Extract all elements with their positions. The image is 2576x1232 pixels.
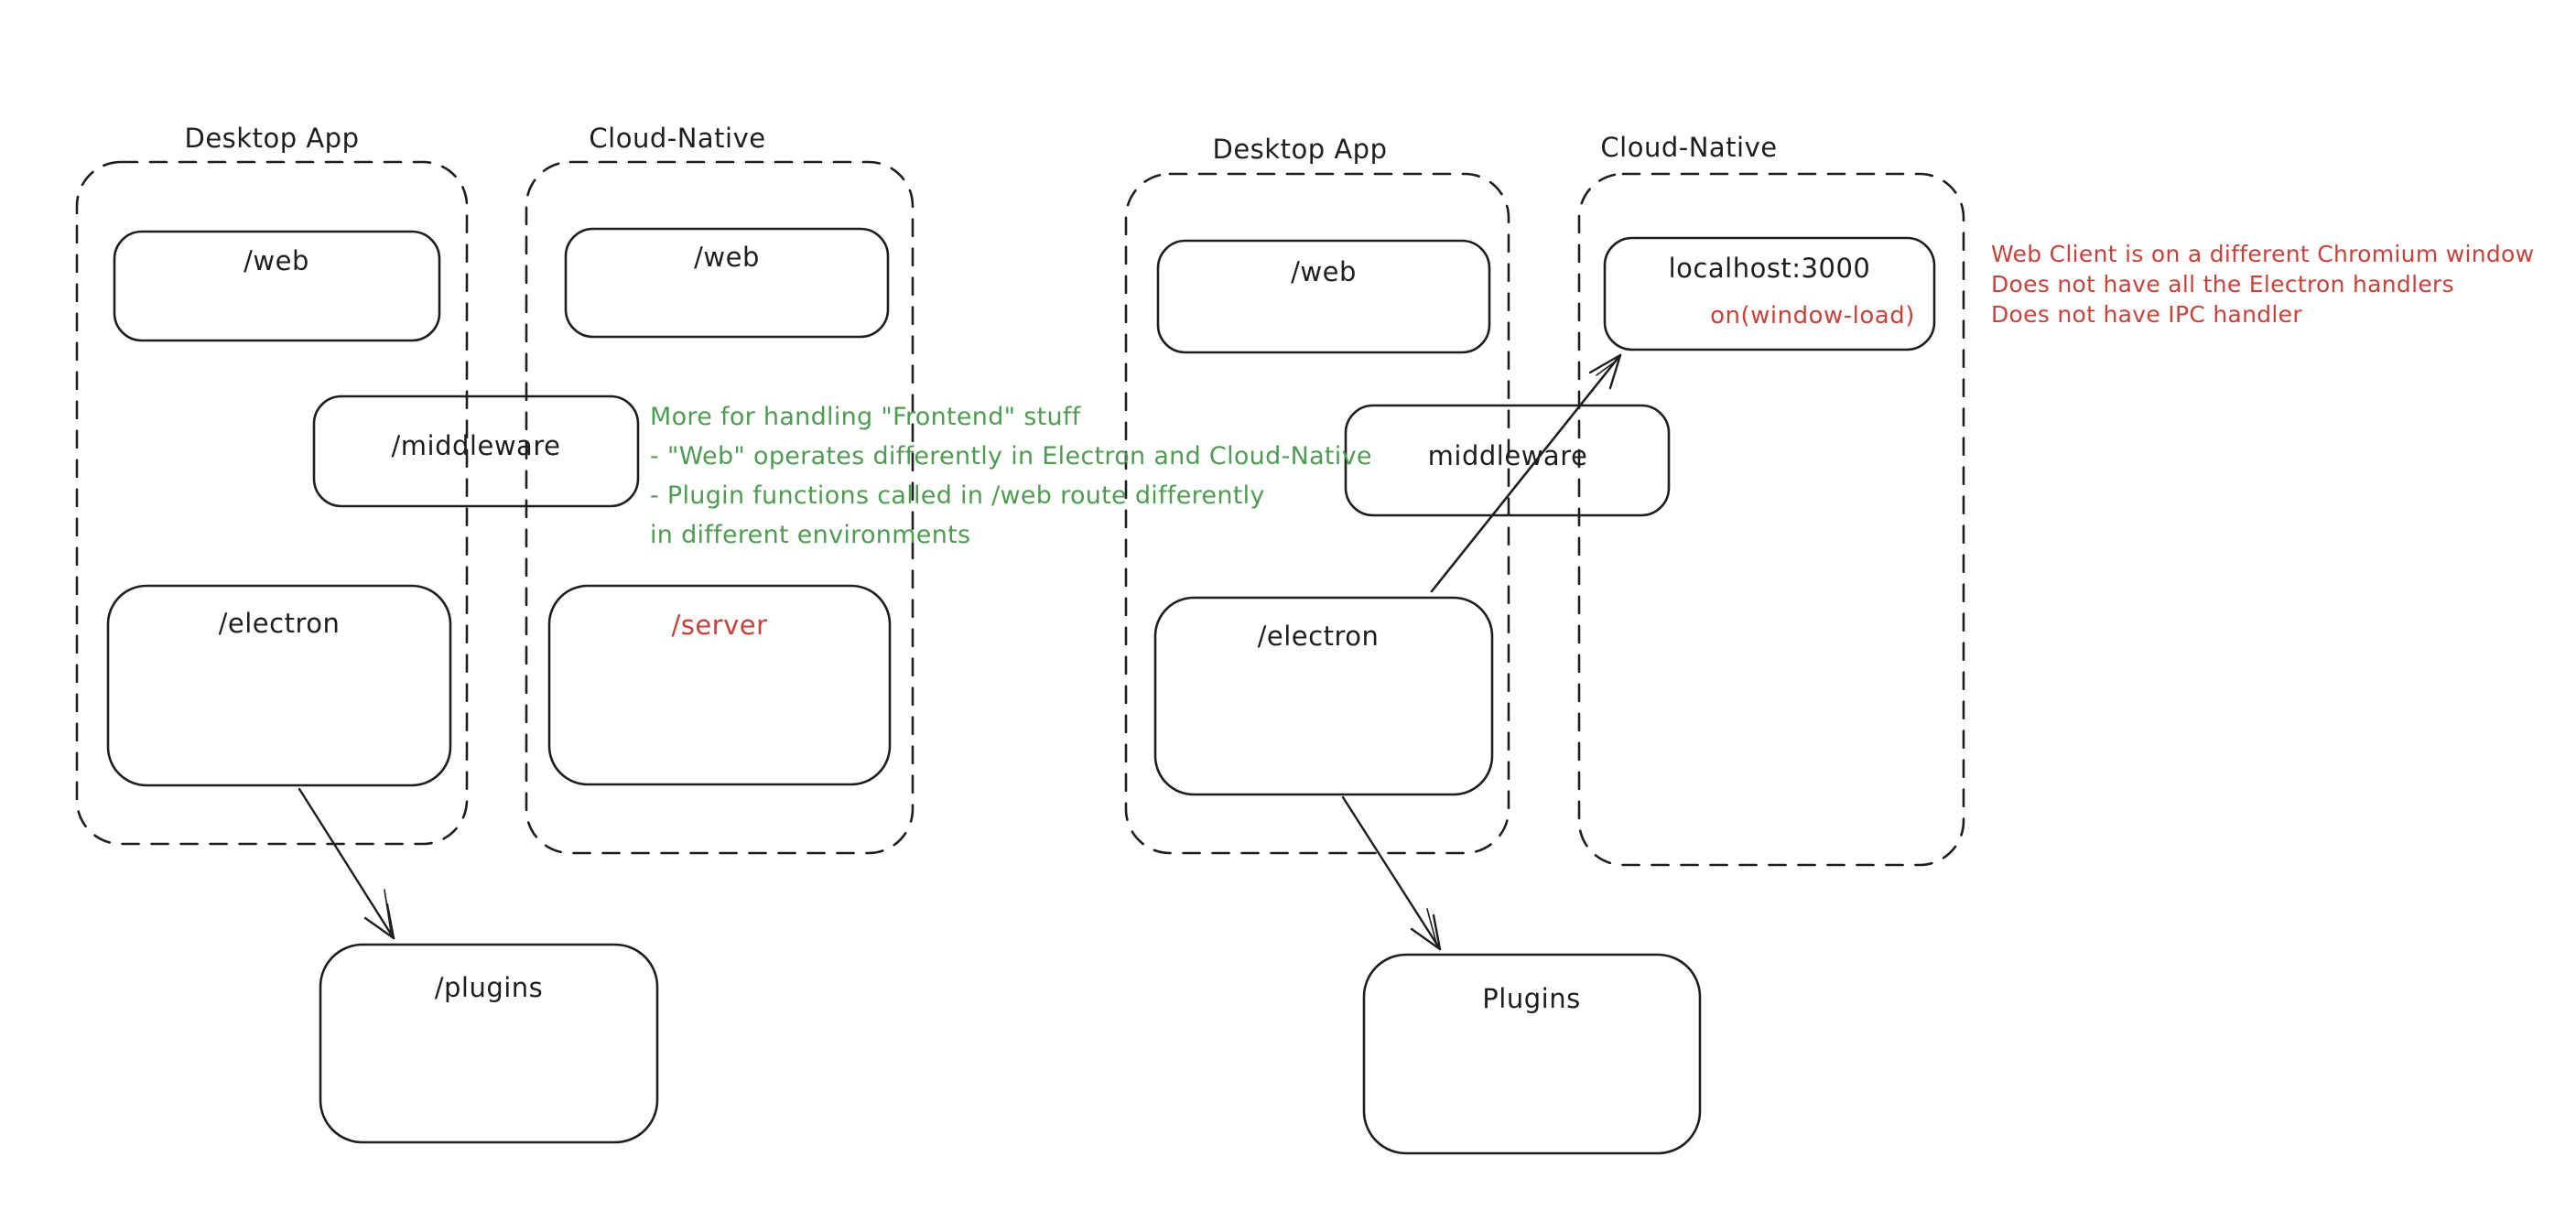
left-electron-label: /electron (218, 608, 341, 639)
right-web-label: /web (1291, 256, 1357, 287)
right-localhost-box (1603, 236, 1936, 351)
green-note-line-4: in different environments (650, 521, 971, 549)
left-plugins-label: /plugins (434, 972, 544, 1003)
left-middleware-box (312, 394, 640, 508)
left-web-desktop-label: /web (244, 245, 309, 276)
arrow-electron-to-localhost (1430, 353, 1622, 593)
right-cloud-native-group-label: Cloud-Native (1600, 132, 1778, 163)
right-desktop-app-container (1124, 172, 1510, 855)
left-cloud-native-container (525, 160, 915, 855)
green-annotation-note: More for handling "Frontend" stuff - "We… (650, 397, 1372, 555)
left-desktop-app-group-label: Desktop App (184, 123, 360, 154)
left-middleware-label: /middleware (391, 430, 561, 461)
left-plugins-box (319, 943, 659, 1144)
left-cloud-native-group-label: Cloud-Native (589, 123, 766, 154)
red-note-line-3: Does not have IPC handler (1991, 301, 2302, 328)
right-electron-label: /electron (1257, 621, 1380, 652)
left-server-box (547, 584, 892, 786)
right-on-window-load-label: on(window-load) (1710, 302, 1915, 330)
right-web-box (1156, 239, 1491, 354)
arrow-electron-to-plugins-left (298, 787, 395, 940)
right-plugins-label: Plugins (1482, 983, 1581, 1014)
red-note-line-2: Does not have all the Electron handlers (1991, 271, 2454, 297)
left-web-cloud-box (564, 227, 890, 339)
arrow-electron-to-plugins-right (1341, 795, 1442, 951)
left-server-label: /server (671, 610, 768, 641)
left-web-desktop-box (113, 230, 441, 342)
right-middleware-box (1344, 404, 1671, 517)
left-desktop-app-container (75, 160, 469, 846)
right-middleware-label: middleware (1427, 440, 1588, 471)
right-cloud-native-container (1577, 172, 1965, 867)
right-plugins-box (1362, 953, 1702, 1155)
left-electron-box (106, 584, 452, 787)
right-localhost-label: localhost:3000 (1668, 253, 1871, 284)
green-note-line-3: - Plugin functions called in /web route … (650, 481, 1265, 510)
left-web-cloud-label: /web (694, 242, 760, 273)
red-note-line-1: Web Client is on a different Chromium wi… (1991, 241, 2535, 267)
green-note-line-1: More for handling "Frontend" stuff (650, 403, 1081, 431)
right-electron-box (1153, 596, 1494, 796)
red-annotation-note: Web Client is on a different Chromium wi… (1991, 239, 2534, 330)
right-desktop-app-group-label: Desktop App (1212, 134, 1388, 165)
green-note-line-2: - "Web" operates differently in Electron… (650, 442, 1372, 470)
